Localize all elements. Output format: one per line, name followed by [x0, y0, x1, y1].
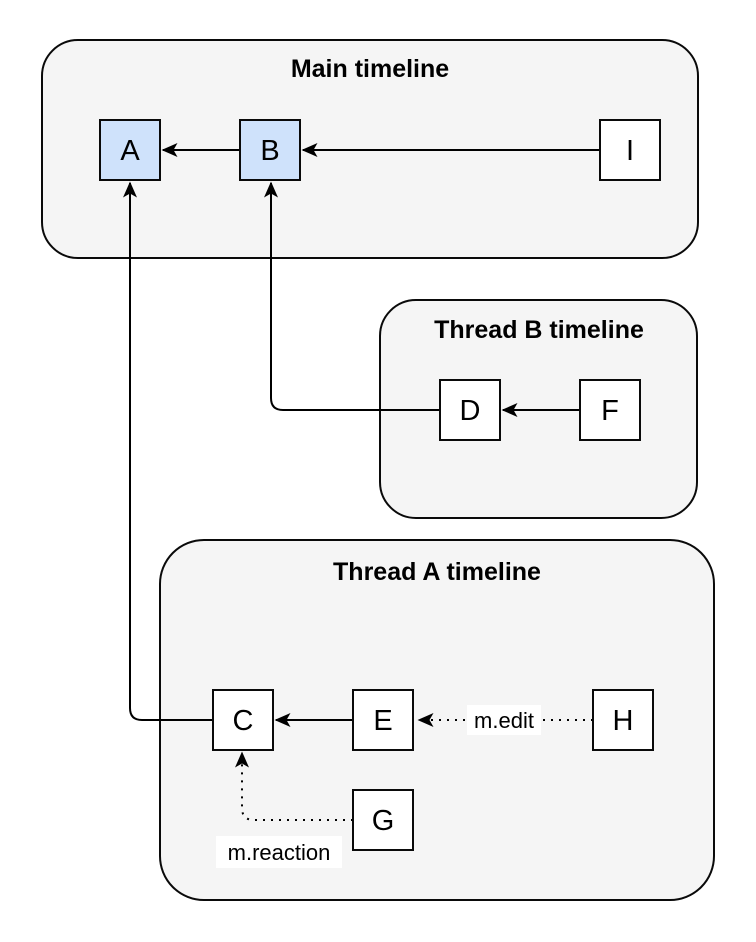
- node-b-label: B: [260, 135, 279, 167]
- node-c-label: C: [233, 705, 254, 737]
- m-reaction-label-bg: [216, 836, 342, 868]
- node-f-box: [579, 379, 641, 441]
- node-c: C: [212, 689, 274, 751]
- node-b-box: [239, 119, 301, 181]
- m-edit-label: m.edit: [474, 708, 534, 733]
- node-a: A: [99, 119, 161, 181]
- node-a-box: [99, 119, 161, 181]
- main-timeline-title: Main timeline: [291, 55, 449, 83]
- edge-d-to-b: [264, 181, 440, 411]
- node-h: H: [592, 689, 654, 751]
- thread-b-timeline-title: Thread B timeline: [434, 316, 644, 344]
- edge-label-m-reaction: m.reaction: [216, 836, 342, 868]
- node-f-label: F: [601, 395, 619, 427]
- node-d-label: D: [460, 395, 481, 427]
- node-g-box: [352, 789, 414, 851]
- node-b: B: [239, 119, 301, 181]
- node-i: I: [599, 119, 661, 181]
- node-e-box: [352, 689, 414, 751]
- edge-label-m-edit: m.edit: [467, 705, 541, 735]
- node-e: E: [352, 689, 414, 751]
- nodes: A B I D F C E H: [99, 119, 661, 851]
- node-h-label: H: [613, 705, 634, 737]
- edge-c-to-a: [123, 181, 213, 721]
- node-h-box: [592, 689, 654, 751]
- m-reaction-label: m.reaction: [228, 840, 331, 865]
- node-f: F: [579, 379, 641, 441]
- edges: [123, 143, 599, 821]
- edge-labels: m.edit m.reaction: [216, 705, 541, 868]
- node-g: G: [352, 789, 414, 851]
- node-e-label: E: [373, 705, 392, 737]
- node-d: D: [439, 379, 501, 441]
- thread-a-timeline-title: Thread A timeline: [333, 558, 541, 586]
- node-g-label: G: [372, 805, 395, 837]
- m-edit-label-bg: [467, 705, 541, 735]
- node-i-label: I: [626, 135, 634, 167]
- node-c-box: [212, 689, 274, 751]
- node-d-box: [439, 379, 501, 441]
- node-i-box: [599, 119, 661, 181]
- node-a-label: A: [120, 135, 140, 167]
